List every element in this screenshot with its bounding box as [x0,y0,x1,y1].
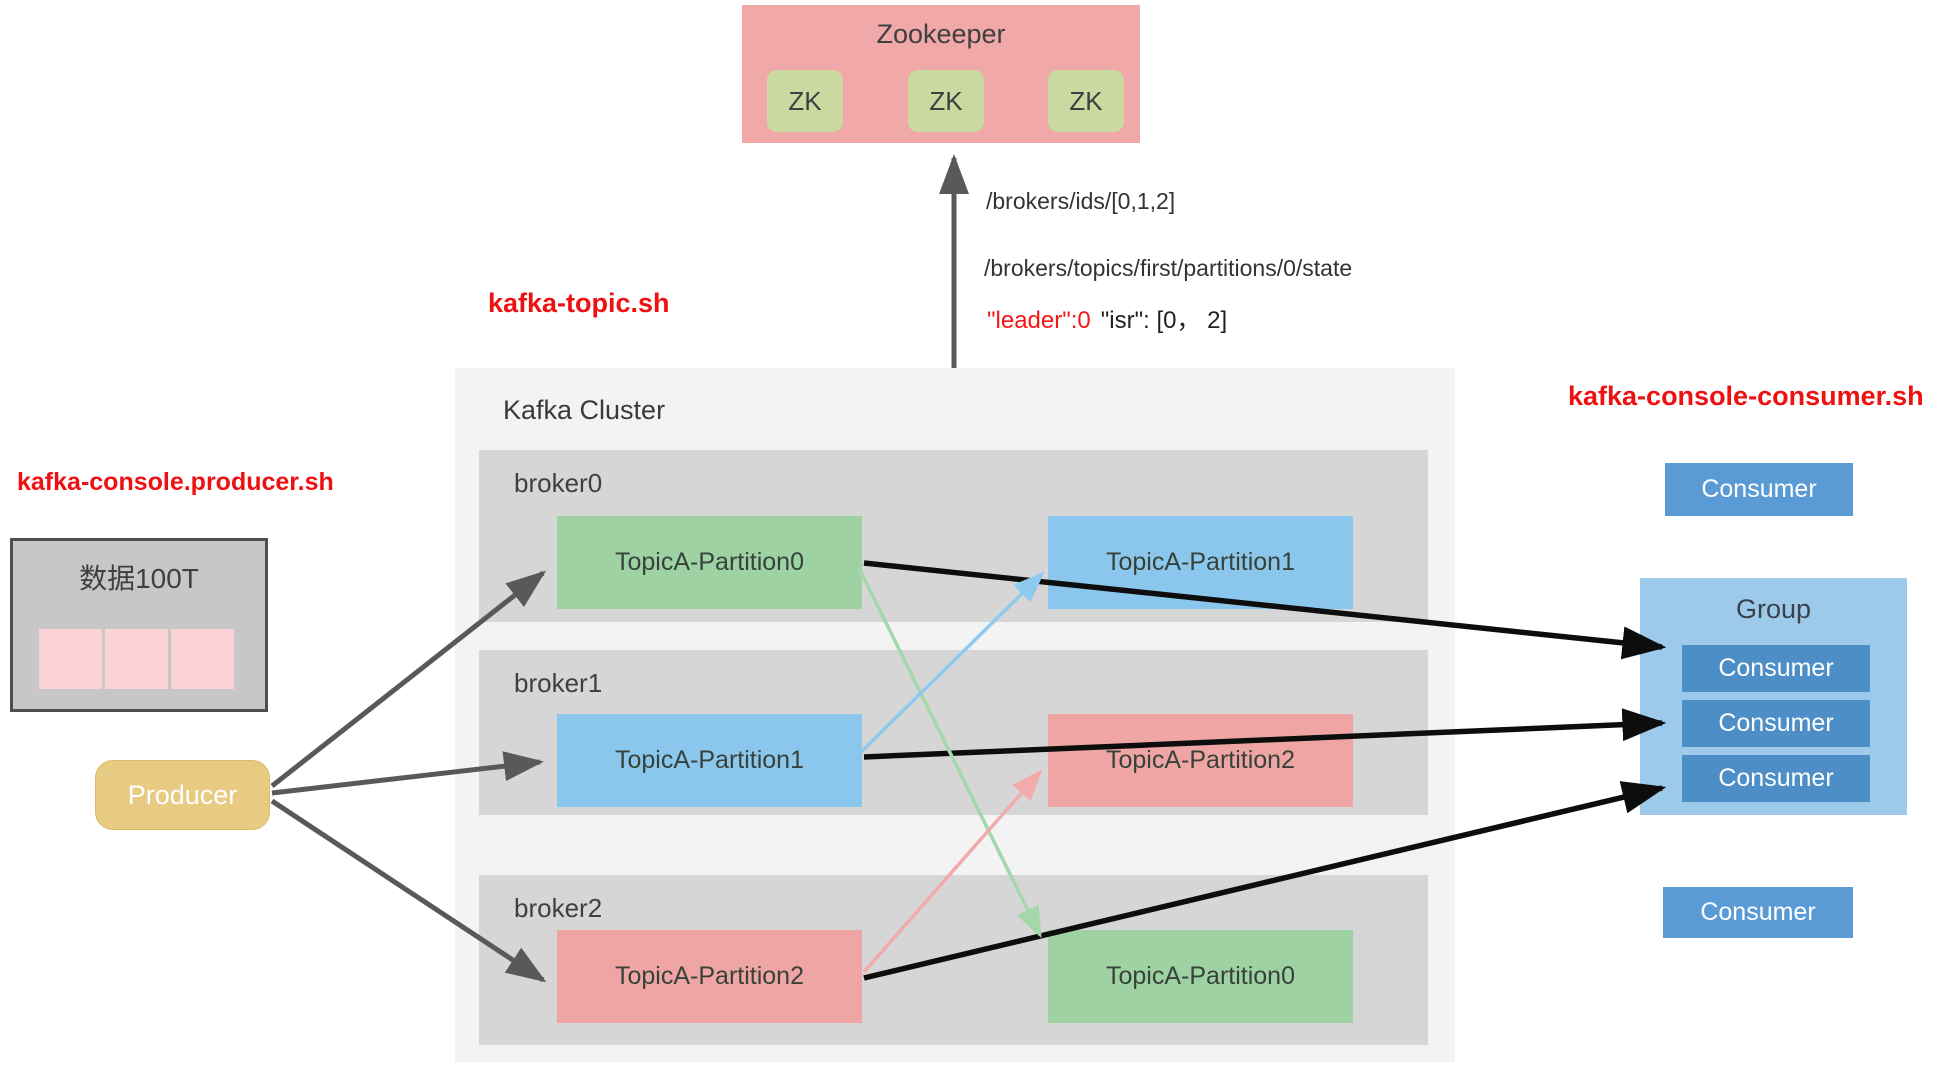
partition-topicA-partition1-replica: TopicA-Partition1 [1048,516,1353,609]
zookeeper-box: Zookeeper ZK ZK ZK [742,5,1140,143]
zk-path-brokers-ids: /brokers/ids/[0,1,2] [986,188,1176,214]
zk-node: ZK [1048,70,1124,132]
leader-value: "leader":0 [987,307,1091,334]
data-segment [105,629,168,689]
partition-topicA-partition2-leader: TopicA-Partition2 [557,930,862,1023]
zookeeper-title: Zookeeper [876,19,1006,49]
broker2-box: broker2 TopicA-Partition2 TopicA-Partiti… [479,875,1428,1045]
zk-path-partition-state: /brokers/topics/first/partitions/0/state [984,255,1353,281]
zk-leader-isr-line: "leader":0 "isr": [0， 2] [987,300,1227,335]
partition-topicA-partition2-replica: TopicA-Partition2 [1048,714,1353,807]
kafka-cluster-title: Kafka Cluster [503,395,666,425]
label-kafka-console-consumer-sh: kafka-console-consumer.sh [1568,381,1924,411]
kafka-cluster-box: Kafka Cluster broker0 TopicA-Partition0 … [455,368,1455,1062]
consumer-node-top: Consumer [1665,463,1853,516]
consumer-group-title: Group [1735,594,1812,624]
data-segment [171,629,234,689]
broker1-box: broker1 TopicA-Partition1 TopicA-Partiti… [479,650,1428,815]
label-kafka-console-producer-sh: kafka-console.producer.sh [17,468,334,496]
group-consumer-node: Consumer [1682,645,1870,692]
data-100t-label: 数据100T [79,563,199,594]
consumer-group-box: Group Consumer Consumer Consumer [1640,578,1907,815]
broker0-box: broker0 TopicA-Partition0 TopicA-Partiti… [479,450,1428,622]
consumer-node-bottom: Consumer [1663,887,1853,938]
label-kafka-topic-sh: kafka-topic.sh [488,288,670,318]
producer-node: Producer [95,760,270,830]
zk-node: ZK [767,70,843,132]
broker1-name: broker1 [514,668,603,698]
broker2-name: broker2 [514,893,603,923]
broker0-name: broker0 [514,468,603,498]
group-consumer-node: Consumer [1682,700,1870,747]
group-consumer-node: Consumer [1682,755,1870,802]
partition-topicA-partition0-replica: TopicA-Partition0 [1048,930,1353,1023]
partition-topicA-partition1-leader: TopicA-Partition1 [557,714,862,807]
partition-topicA-partition0-leader: TopicA-Partition0 [557,516,862,609]
data-segment [39,629,102,689]
isr-value: "isr": [0， 2] [1100,307,1228,334]
zk-node: ZK [908,70,984,132]
data-100t-box: 数据100T [10,538,268,712]
